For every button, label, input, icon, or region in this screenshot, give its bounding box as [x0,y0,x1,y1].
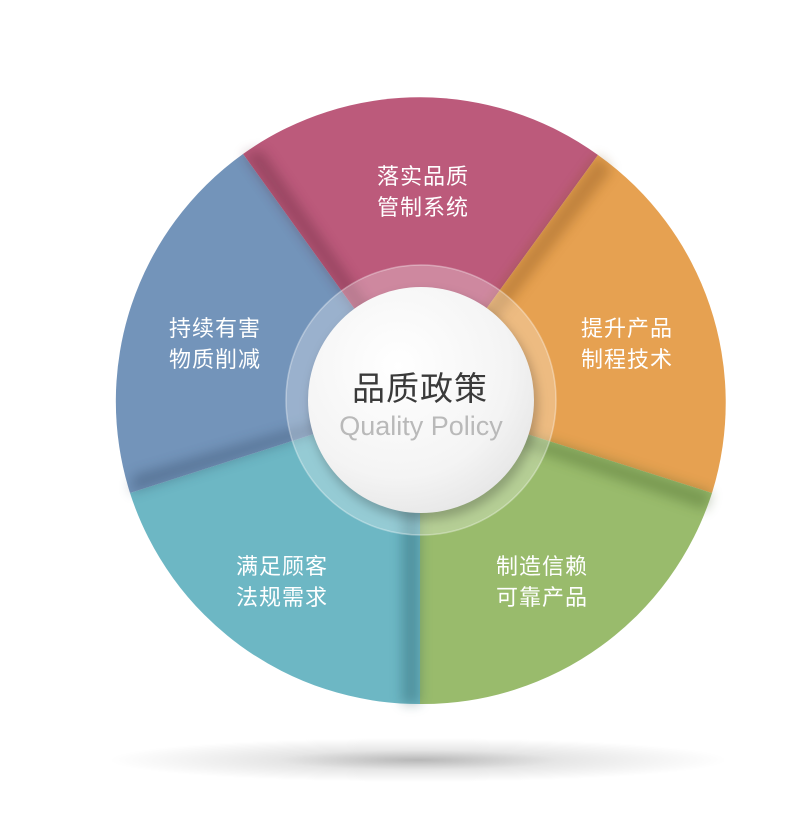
center-subtitle: Quality Policy [339,411,503,441]
label-lower-right-line2: 可靠产品 [495,586,589,611]
segment-top [243,97,598,400]
label-upper-right-line1: 提升产品 [580,317,674,342]
center-title: 品质政策 [352,369,488,408]
label-top-line2: 管制系统 [376,196,470,221]
label-top-line1: 落实品质 [376,165,470,190]
center-circle [308,287,534,513]
label-lower-left-line1: 满足顾客 [235,555,329,580]
label-upper-left-line1: 持续有害 [168,317,262,342]
label-lower-left: 满足顾客 法规需求 [236,552,328,614]
label-upper-left-line2: 物质削减 [168,348,262,373]
label-top: 落实品质 管制系统 [377,162,469,224]
label-lower-right: 制造信赖 可靠产品 [496,552,588,614]
label-upper-right: 提升产品 制程技术 [581,314,673,376]
label-upper-left: 持续有害 物质削减 [169,314,261,376]
floor-shadow [108,738,728,782]
label-upper-right-line2: 制程技术 [580,348,674,373]
label-lower-right-line1: 制造信赖 [495,555,589,580]
label-lower-left-line2: 法规需求 [235,586,329,611]
